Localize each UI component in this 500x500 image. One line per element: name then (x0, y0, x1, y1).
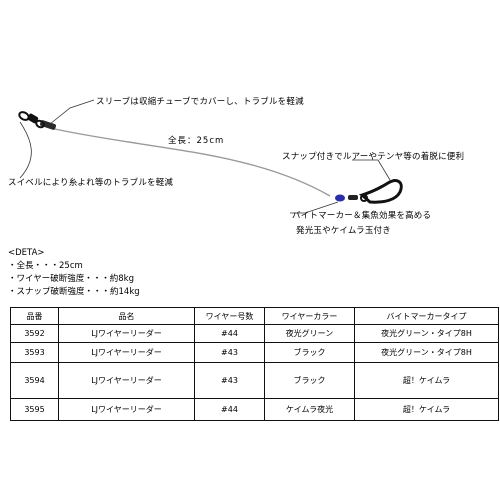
table-row: 3593 LJワイヤーリーダー #43 ブラック 夜光グリーン・タイプ8H (10, 342, 499, 363)
spec-heading: <DETA> (8, 248, 45, 258)
swivel-icon (18, 111, 45, 129)
header-item-number: 品番 (10, 307, 59, 325)
cell-wire-size: #44 (194, 398, 265, 421)
table-row: 3595 LJワイヤーリーダー #44 ケイムラ夜光 超！ケイムラ (10, 398, 499, 421)
cell-wire-size: #44 (194, 324, 265, 343)
spec-snap-strength: ・スナップ破断強度・・・約14kg (8, 287, 140, 297)
leader-marker (290, 201, 339, 214)
header-product-name: 品名 (58, 307, 195, 325)
bait-marker-bead (335, 194, 345, 202)
table-row: 3592 LJワイヤーリーダー #44 夜光グリーン 夜光グリーン・タイプ8H (10, 324, 499, 343)
spec-length: ・全長・・・25cm (8, 261, 83, 271)
cell-marker-type: 夜光グリーン・タイプ8H (354, 324, 499, 343)
cell-marker-type: 超！ケイムラ (354, 362, 499, 399)
cell-wire-color: ブラック (264, 342, 355, 363)
cell-marker-type: 夜光グリーン・タイプ8H (354, 342, 499, 363)
cell-wire-size: #43 (194, 362, 265, 399)
header-wire-color: ワイヤーカラー (264, 307, 355, 325)
cell-wire-size: #43 (194, 342, 265, 363)
wire-line (49, 127, 331, 197)
cell-wire-color: ケイムラ夜光 (264, 398, 355, 421)
cell-product-name: LJワイヤーリーダー (58, 324, 195, 343)
sleeve-annotation: スリーブは収縮チューブでカバーし、トラブルを軽減 (96, 97, 304, 107)
header-marker-type: バイトマーカータイプ (354, 307, 499, 325)
sleeve-tube-2 (348, 195, 358, 200)
snap-icon (358, 179, 403, 204)
cell-product-name: LJワイヤーリーダー (58, 398, 195, 421)
cell-item-number: 3592 (10, 324, 59, 343)
cell-product-name: LJワイヤーリーダー (58, 342, 195, 363)
swivel-annotation: スイベルにより糸よれ等のトラブルを軽減 (8, 178, 174, 188)
product-table: 品番 品名 ワイヤー号数 ワイヤーカラー バイトマーカータイプ 3592 LJワ… (10, 307, 499, 421)
table-row: 3594 LJワイヤーリーダー #43 ブラック 超！ケイムラ (10, 362, 499, 399)
cell-item-number: 3593 (10, 342, 59, 363)
cell-wire-color: ブラック (264, 362, 355, 399)
length-annotation: 全長：25cm (168, 136, 225, 146)
marker-annotation-1: バイトマーカー＆集魚効果を高める (292, 211, 432, 221)
cell-marker-type: 超！ケイムラ (354, 398, 499, 421)
cell-product-name: LJワイヤーリーダー (58, 362, 195, 399)
spec-wire-strength: ・ワイヤー破断強度・・・約8kg (8, 274, 134, 284)
snap-annotation: スナップ付きでルアーやテンヤ等の着脱に便利 (282, 152, 465, 162)
table-header-row: 品番 品名 ワイヤー号数 ワイヤーカラー バイトマーカータイプ (10, 307, 499, 325)
cell-item-number: 3595 (10, 398, 59, 421)
leader-snap (352, 159, 391, 181)
cell-wire-color: 夜光グリーン (264, 324, 355, 343)
leader-sleeve (49, 99, 95, 125)
marker-annotation-2: 発光玉やケイムラ玉付き (296, 226, 391, 236)
cell-item-number: 3594 (10, 362, 59, 399)
header-wire-size: ワイヤー号数 (194, 307, 265, 325)
leader-swivel (19, 121, 32, 179)
wire-leader-diagram (18, 99, 403, 214)
